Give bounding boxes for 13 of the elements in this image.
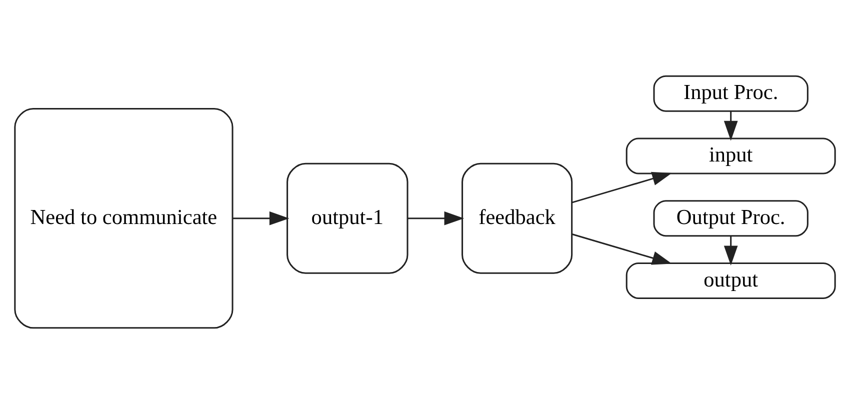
node-box: Need to communicate <box>14 108 234 329</box>
arrow <box>572 172 672 204</box>
arrow <box>232 211 290 226</box>
arrow <box>724 236 738 266</box>
arrow <box>408 211 464 226</box>
node-box: Input Proc. <box>653 75 808 112</box>
node-box: feedback <box>462 162 573 274</box>
arrow <box>724 111 738 141</box>
arrow <box>572 234 672 265</box>
node-box: output-1 <box>286 162 408 274</box>
node-box: output <box>626 262 836 299</box>
node-box: Output Proc. <box>653 200 808 237</box>
node-box: input <box>626 138 836 174</box>
